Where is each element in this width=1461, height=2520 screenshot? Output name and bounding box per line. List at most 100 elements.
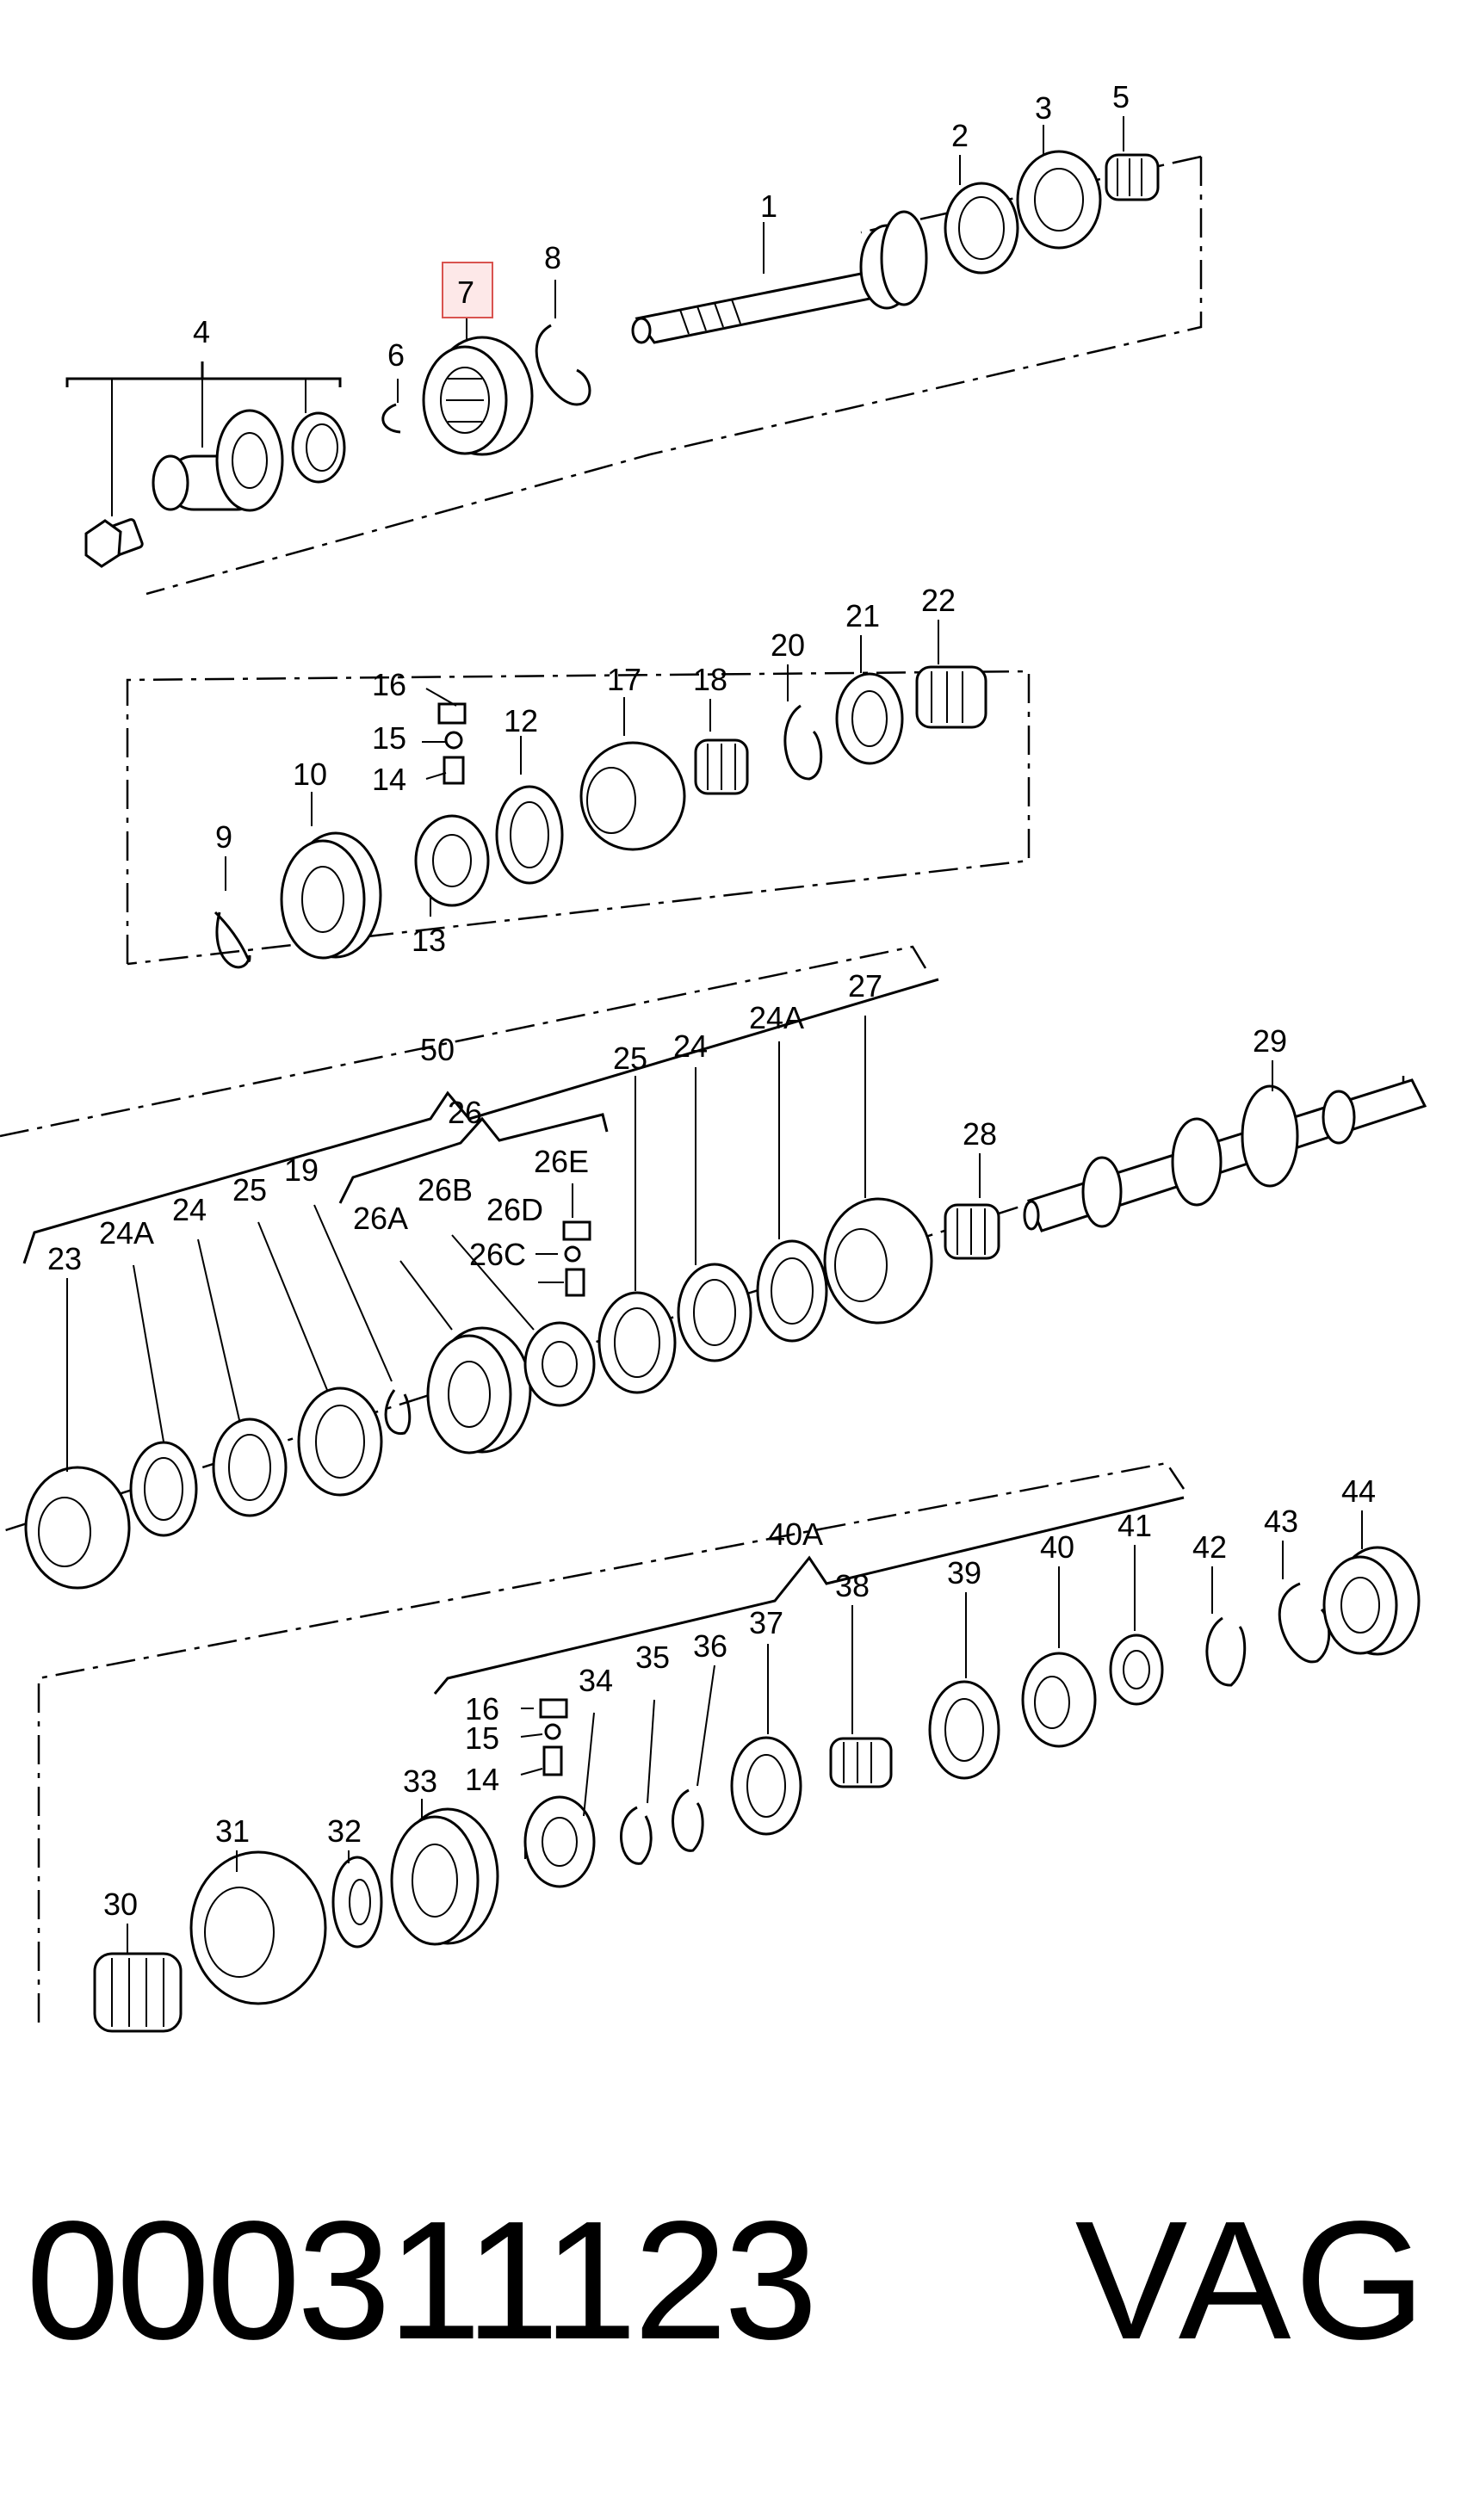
callout-23: 23	[47, 1241, 82, 1276]
callout-38: 38	[835, 1568, 870, 1603]
gear	[823, 1197, 933, 1325]
main-shaft	[1023, 1078, 1427, 1232]
callout-32: 32	[327, 1813, 362, 1849]
guide-sleeve	[152, 409, 284, 512]
needle-bearing	[1105, 153, 1160, 201]
circlip	[1205, 1616, 1247, 1687]
callout-21: 21	[845, 598, 880, 633]
spring	[443, 756, 465, 785]
synchro-ring	[928, 1680, 1000, 1780]
callout-13: 13	[412, 923, 446, 958]
callout-43: 43	[1264, 1504, 1298, 1539]
gear	[189, 1850, 327, 2005]
spring	[565, 1268, 585, 1297]
callout-44: 44	[1341, 1473, 1376, 1509]
callout-41: 41	[1117, 1508, 1152, 1543]
callout-24A-left: 24A	[99, 1215, 154, 1251]
callout-27: 27	[848, 968, 882, 1004]
callout-20: 20	[771, 627, 805, 663]
synchro-hub	[280, 831, 382, 960]
synchro-hub	[390, 1807, 499, 1946]
thrust-washer	[1109, 1634, 1164, 1706]
footer: 000311123 VAG	[26, 2177, 1438, 2384]
ball-bearing	[1322, 1546, 1421, 1656]
circlip	[381, 403, 401, 434]
ball	[564, 1245, 581, 1263]
gear	[1021, 1652, 1097, 1748]
callout-7-highlighted: 7	[457, 275, 474, 310]
ball	[544, 1723, 561, 1740]
gear	[24, 1466, 131, 1590]
callout-26B: 26B	[418, 1172, 473, 1208]
synchro-ring	[212, 1418, 288, 1517]
thrust-washer	[331, 1856, 383, 1949]
callout-25-right: 25	[613, 1041, 647, 1076]
part-number: 000311123	[26, 2186, 818, 2375]
callout-24-left: 24	[172, 1192, 207, 1227]
callout-26C: 26C	[469, 1237, 526, 1272]
callout-25-left: 25	[232, 1172, 267, 1208]
sliding-sleeve-gear	[523, 1795, 596, 1888]
needle-bearing	[829, 1737, 893, 1788]
callout-50: 50	[420, 1032, 455, 1067]
group-output-shaft	[37, 1461, 1421, 2033]
callout-2: 2	[951, 118, 969, 153]
thrust-washer	[835, 672, 904, 765]
callout-5: 5	[1112, 79, 1130, 114]
spring	[542, 1745, 563, 1776]
key	[562, 1220, 591, 1241]
synchro-ring	[597, 1291, 677, 1394]
key	[437, 702, 467, 725]
callout-12: 12	[504, 703, 538, 738]
highlight-box	[442, 262, 493, 318]
callout-3: 3	[1035, 90, 1052, 126]
callout-15-lower: 15	[465, 1720, 499, 1756]
input-shaft	[631, 210, 928, 344]
gear	[579, 741, 686, 851]
callout-30: 30	[103, 1887, 138, 1922]
circlip	[1278, 1582, 1331, 1664]
ball	[444, 731, 463, 750]
circlip	[384, 1389, 412, 1435]
synchro-ring	[944, 182, 1019, 275]
callout-10: 10	[293, 757, 327, 792]
callout-8: 8	[544, 240, 561, 275]
synchro-ring	[677, 1263, 752, 1362]
callout-22: 22	[921, 583, 956, 618]
callout-40A: 40A	[768, 1516, 823, 1552]
callout-39: 39	[947, 1555, 981, 1590]
callout-24A-right: 24A	[749, 1000, 804, 1035]
synchro-ring	[756, 1239, 828, 1343]
callout-31: 31	[215, 1813, 250, 1849]
needle-bearing	[93, 1952, 183, 2033]
needle-bearing	[915, 665, 987, 729]
callout-24-right: 24	[673, 1028, 708, 1064]
callout-18: 18	[693, 662, 727, 697]
callout-15: 15	[372, 720, 406, 756]
synchro-ring	[495, 785, 564, 885]
seal-ring	[291, 411, 346, 484]
circlip	[535, 324, 591, 406]
callout-40: 40	[1040, 1529, 1074, 1565]
callout-26A: 26A	[353, 1201, 408, 1236]
circlip	[620, 1806, 653, 1865]
sliding-sleeve-gear	[414, 814, 490, 907]
sliding-sleeve-gear	[523, 1321, 596, 1407]
synchro-ring	[730, 1736, 802, 1836]
exploded-gearbox-diagram: 1 2 3 5 4 6 7 8 9 10 13 16 15 14 12 17 1…	[0, 79, 1427, 2033]
ball-bearing	[422, 336, 534, 456]
group-main-shaft	[0, 945, 1427, 1590]
group-synchro-assembly	[126, 620, 1031, 969]
callout-37: 37	[749, 1605, 783, 1640]
callout-16: 16	[372, 667, 406, 702]
callout-17: 17	[607, 662, 641, 697]
needle-bearing	[944, 1203, 1000, 1260]
callout-4: 4	[193, 314, 210, 349]
callout-26E: 26E	[534, 1144, 589, 1179]
callout-19: 19	[284, 1152, 319, 1188]
gear	[1016, 150, 1102, 250]
callout-14-lower: 14	[465, 1762, 499, 1797]
callout-35: 35	[635, 1640, 670, 1675]
synchro-ring	[129, 1441, 198, 1537]
callout-42: 42	[1192, 1529, 1227, 1565]
